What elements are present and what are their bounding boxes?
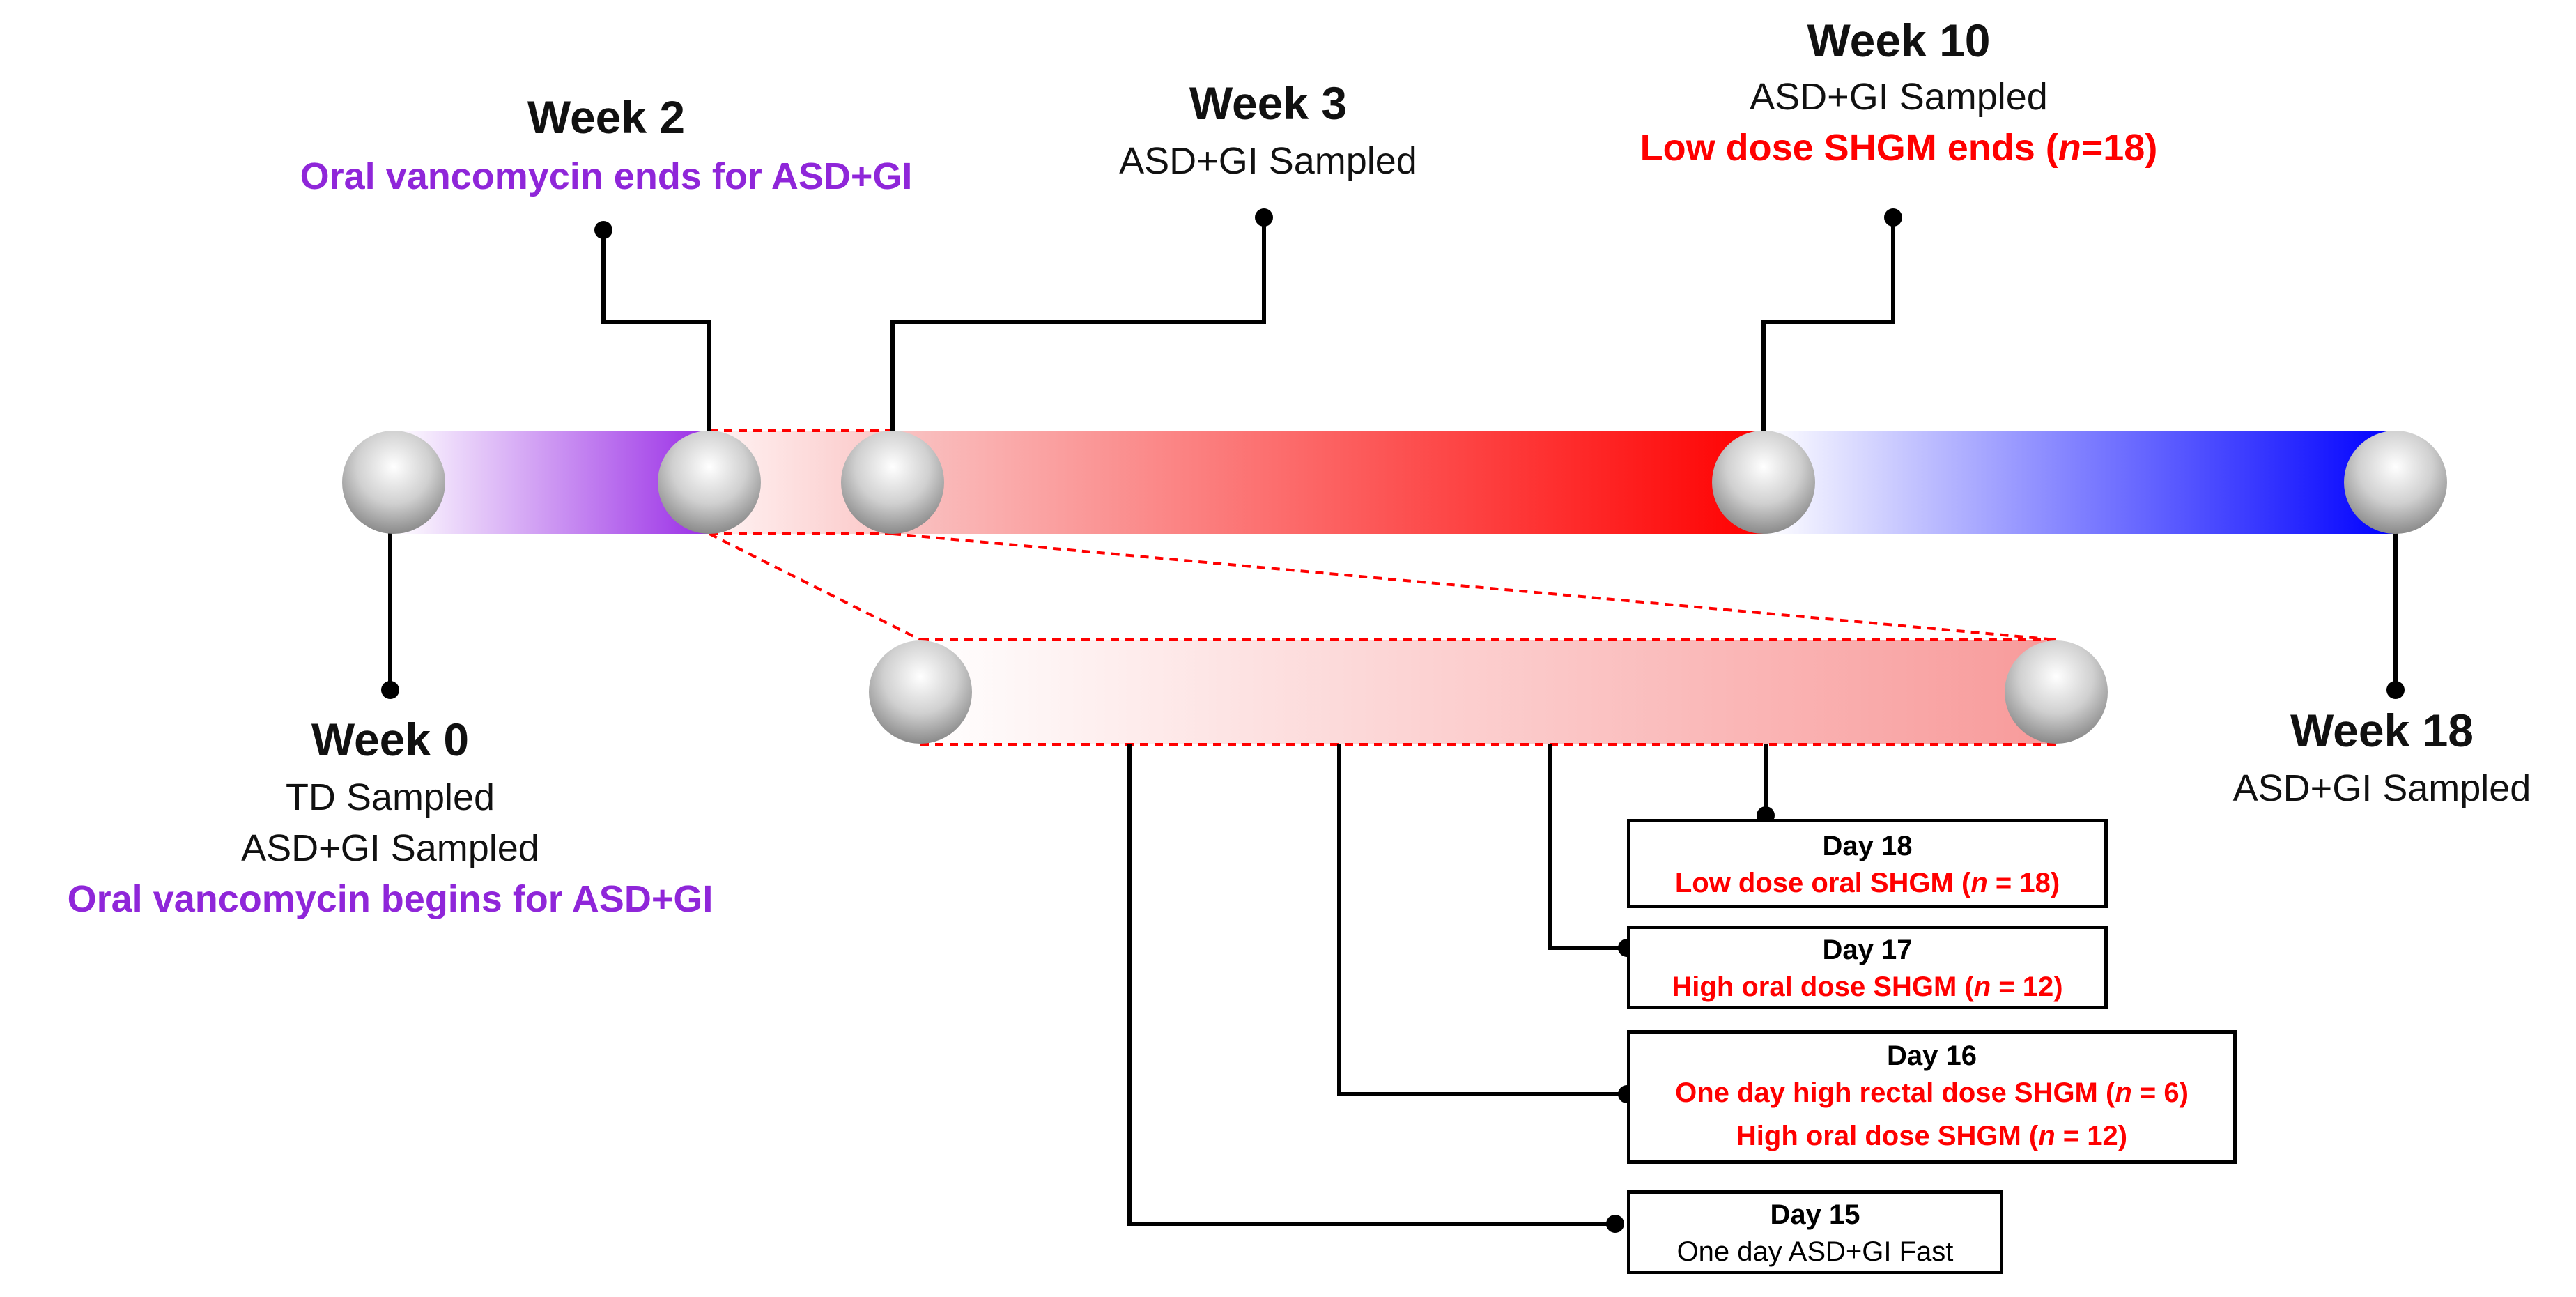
day15-box: Day 15 One day ASD+GI Fast (1627, 1190, 2003, 1274)
day17-note-suffix: = 12) (1991, 972, 2063, 1002)
week18-node (2344, 431, 2447, 534)
day18-note-n: n (1970, 868, 1988, 898)
week2-label: Week 2 Oral vancomycin ends for ASD+GI (251, 94, 962, 202)
week2-note: Oral vancomycin ends for ASD+GI (300, 155, 913, 197)
week10-dose-note: Low dose SHGM ends (n=18) (1596, 123, 2202, 174)
week18-note: ASD+GI Sampled (2232, 767, 2531, 809)
day17-note: High oral dose SHGM (n = 12) (1630, 968, 2104, 1006)
day17-title: Day 17 (1822, 935, 1913, 965)
week0-note-td: TD Sampled (285, 776, 495, 818)
day18-title: Day 18 (1822, 831, 1913, 861)
week18-title: Week 18 (2290, 705, 2474, 756)
zoom-bar (920, 640, 2056, 744)
week10-dose-n: n (2058, 126, 2081, 169)
week10-node (1712, 431, 1815, 534)
week0-note-vancomycin: Oral vancomycin begins for ASD+GI (67, 877, 714, 920)
day16-note-oral: High oral dose SHGM (n = 12) (1630, 1117, 2233, 1155)
week10-dose-prefix: Low dose SHGM ends ( (1640, 126, 2058, 169)
connector-lines (388, 217, 2398, 1226)
day16-box: Day 16 One day high rectal dose SHGM (n … (1627, 1030, 2237, 1164)
day17-box: Day 17 High oral dose SHGM (n = 12) (1627, 926, 2108, 1009)
day16-rectal-n: n (2115, 1077, 2132, 1108)
week18-label: Week 18 ASD+GI Sampled (2188, 707, 2576, 814)
day16-rectal-prefix: One day high rectal dose SHGM ( (1675, 1077, 2115, 1108)
day17-note-prefix: High oral dose SHGM ( (1672, 972, 1974, 1002)
day16-title: Day 16 (1887, 1041, 1977, 1071)
week3-title: Week 3 (1189, 77, 1348, 129)
zoom-start-node (869, 640, 972, 744)
day18-note-prefix: Low dose oral SHGM ( (1674, 868, 1971, 898)
day15-title: Day 15 (1770, 1199, 1860, 1230)
day16-oral-suffix: = 12) (2055, 1121, 2128, 1151)
zoom-end-node (2005, 640, 2108, 744)
week3-note: ASD+GI Sampled (1119, 140, 1417, 182)
week10-title: Week 10 (1807, 15, 1991, 66)
week0-label: Week 0 TD Sampled ASD+GI Sampled Oral va… (0, 716, 780, 925)
day15-note: One day ASD+GI Fast (1676, 1236, 1954, 1267)
week2-title: Week 2 (527, 91, 686, 143)
day16-oral-n: n (2038, 1121, 2056, 1151)
week0-title: Week 0 (311, 714, 470, 765)
week2-node (658, 431, 761, 534)
week10-note: ASD+GI Sampled (1750, 76, 2048, 118)
day18-box: Day 18 Low dose oral SHGM (n = 18) (1627, 819, 2108, 908)
day17-note-n: n (1973, 972, 1991, 1002)
low-dose-bar-segment (893, 431, 1764, 534)
week10-dose-suffix: =18) (2081, 126, 2158, 169)
day16-note-rectal: One day high rectal dose SHGM (n = 6) (1630, 1074, 2233, 1112)
week3-node (841, 431, 944, 534)
day18-note: Low dose oral SHGM (n = 18) (1630, 864, 2104, 902)
followup-bar-segment (1764, 431, 2396, 534)
week0-note-asd: ASD+GI Sampled (241, 827, 539, 869)
week3-label: Week 3 ASD+GI Sampled (1031, 80, 1505, 187)
week0-node (342, 431, 445, 534)
day16-oral-prefix: High oral dose SHGM ( (1736, 1121, 2039, 1151)
zoom-dashed-lines (709, 429, 2057, 746)
day18-note-suffix: = 18) (1987, 868, 2060, 898)
vancomycin-bar-segment (394, 431, 709, 534)
day16-rectal-suffix: = 6) (2131, 1077, 2189, 1108)
week10-label: Week 10 ASD+GI Sampled Low dose SHGM end… (1596, 17, 2202, 174)
